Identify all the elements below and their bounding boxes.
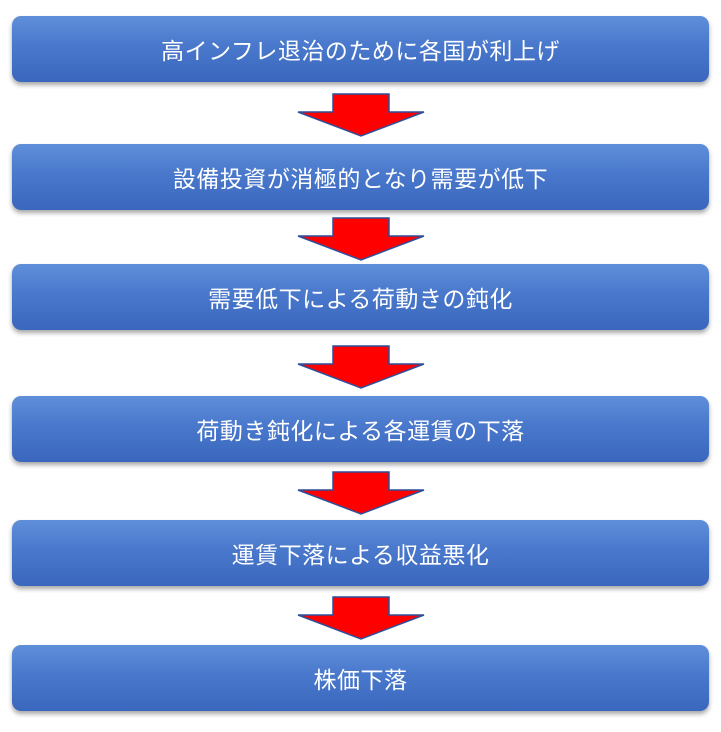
flow-step-label: 荷動き鈍化による各運賃の下落 (196, 419, 525, 445)
down-arrow-icon (297, 345, 425, 389)
down-arrow-icon (297, 217, 425, 261)
flow-step-2: 設備投資が消極的となり需要が低下 (12, 144, 709, 210)
flow-step-label: 設備投資が消極的となり需要が低下 (172, 167, 549, 193)
flow-step-5: 運賃下落による収益悪化 (12, 520, 709, 586)
flow-step-label: 運賃下落による収益悪化 (231, 543, 490, 569)
down-arrow-icon (297, 471, 425, 515)
flow-step-label: 需要低下による荷動きの鈍化 (208, 287, 513, 313)
down-arrow-icon (297, 93, 425, 137)
flow-step-label: 高インフレ退治のために各国が利上げ (161, 39, 560, 65)
flow-step-3: 需要低下による荷動きの鈍化 (12, 264, 709, 330)
down-arrow-icon (297, 596, 425, 640)
flow-step-4: 荷動き鈍化による各運賃の下落 (12, 396, 709, 462)
flow-step-label: 株価下落 (313, 668, 408, 694)
flow-step-1: 高インフレ退治のために各国が利上げ (12, 16, 709, 82)
flow-step-6: 株価下落 (12, 645, 709, 711)
